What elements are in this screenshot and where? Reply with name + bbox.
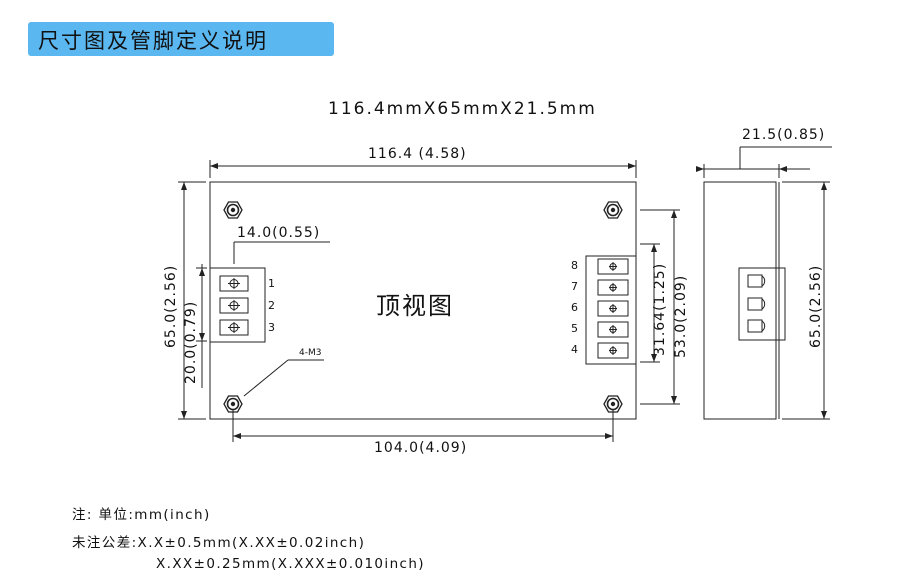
overall-size-label: 116.4mmX65mmX21.5mm xyxy=(328,99,597,119)
terminal-screw-icons xyxy=(228,262,617,355)
mount-vertical-dimension: 53.0(2.09) xyxy=(673,274,689,358)
terminal-offset-dimension: 14.0(0.55) xyxy=(237,225,321,241)
height-dimension-right: 65.0(2.56) xyxy=(808,264,824,348)
mounting-hole-icons xyxy=(223,201,623,413)
side-terminal-block xyxy=(738,267,786,341)
pin-number: 6 xyxy=(571,301,578,314)
thickness-dimension: 21.5(0.85) xyxy=(742,127,826,143)
section-title-banner: 尺寸图及管脚定义说明 xyxy=(28,22,334,56)
module-side-view-outline xyxy=(703,181,777,420)
terminal-pitch-dimension: 20.0(0.79) xyxy=(183,300,199,384)
pin-number: 1 xyxy=(268,277,275,290)
pin-number: 2 xyxy=(268,299,275,312)
tolerance-note-2: X.XX±0.25mm(X.XXX±0.010inch) xyxy=(156,556,425,572)
pin-number: 5 xyxy=(571,322,578,335)
screw-icon xyxy=(603,395,623,413)
screw-icon xyxy=(223,395,243,413)
pins-span-dimension: 31.64(1.25) xyxy=(652,262,668,356)
pin-number: 4 xyxy=(571,343,578,356)
tolerance-note-1: 未注公差:X.X±0.5mm(X.XX±0.02inch) xyxy=(72,535,366,551)
pin-number: 8 xyxy=(571,259,578,272)
right-terminal-block xyxy=(585,255,637,365)
screw-icon xyxy=(223,201,243,219)
pin-number: 7 xyxy=(571,280,578,293)
section-title: 尺寸图及管脚定义说明 xyxy=(38,29,268,53)
screw-spec-label: 4-M3 xyxy=(299,348,322,358)
pin-number: 3 xyxy=(268,321,275,334)
screw-icon xyxy=(603,201,623,219)
mount-span-dimension: 104.0(4.09) xyxy=(374,440,468,456)
height-dimension-left: 65.0(2.56) xyxy=(163,264,179,348)
unit-note: 注: 单位:mm(inch) xyxy=(72,507,211,523)
length-dimension: 116.4 (4.58) xyxy=(368,146,467,162)
top-view-label: 顶视图 xyxy=(376,292,454,320)
